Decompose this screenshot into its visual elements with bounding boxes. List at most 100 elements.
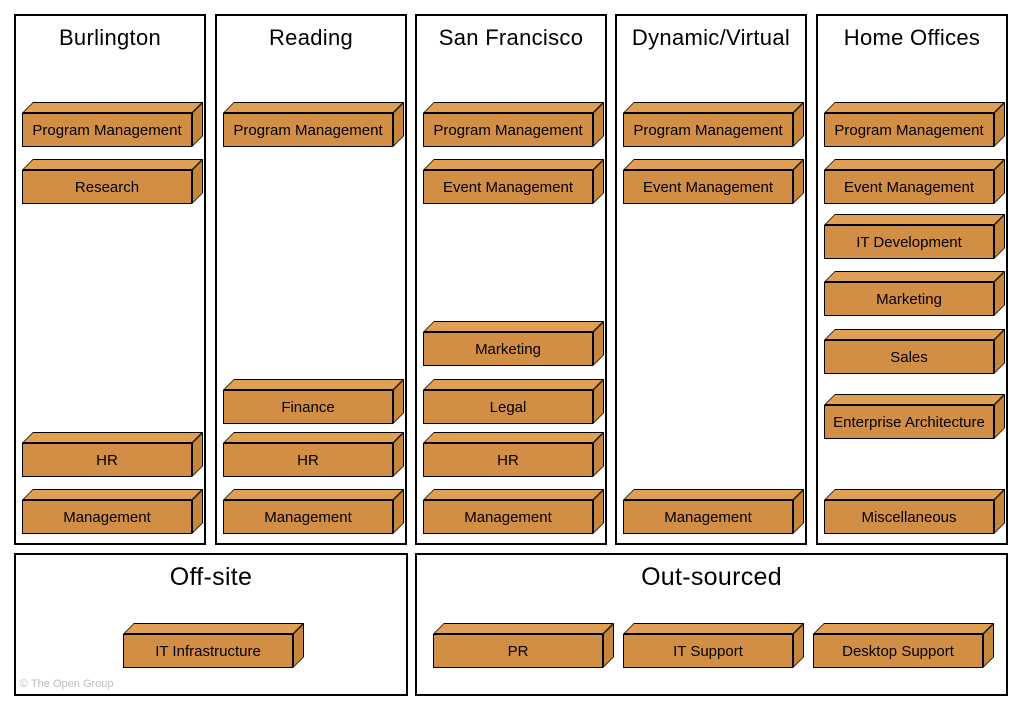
brick-front-face: Finance <box>223 390 393 424</box>
brick-top-face <box>223 432 404 443</box>
section-panel-off-site: Off-site IT Infrastructure <box>14 553 408 696</box>
brick-it-infrastructure: IT Infrastructure <box>123 623 304 668</box>
brick-finance: Finance <box>223 379 404 424</box>
brick-label: Program Management <box>834 121 984 139</box>
brick-top-face <box>824 214 1005 225</box>
brick-front-face: Event Management <box>423 170 593 204</box>
brick-pr: PR <box>433 623 614 668</box>
brick-program-management: Program Management <box>824 102 1005 147</box>
brick-label: Event Management <box>642 178 774 196</box>
brick-program-management: Program Management <box>623 102 804 147</box>
brick-top-face <box>813 623 994 634</box>
brick-top-face <box>22 432 203 443</box>
brick-front-face: Program Management <box>824 113 994 147</box>
section-title-off-site: Off-site <box>169 563 253 591</box>
location-title-reading: Reading <box>268 25 354 50</box>
brick-front-face: Marketing <box>824 282 994 316</box>
brick-top-face <box>824 159 1005 170</box>
brick-front-face: Program Management <box>423 113 593 147</box>
brick-top-face <box>623 489 804 500</box>
brick-marketing: Marketing <box>423 321 604 366</box>
brick-front-face: HR <box>22 443 192 477</box>
brick-top-face <box>423 321 604 332</box>
brick-front-face: Program Management <box>623 113 793 147</box>
brick-hr: HR <box>223 432 404 477</box>
brick-miscellaneous: Miscellaneous <box>824 489 1005 534</box>
brick-label: Miscellaneous <box>861 508 957 526</box>
brick-front-face: Legal <box>423 390 593 424</box>
brick-top-face <box>824 489 1005 500</box>
brick-top-face <box>22 102 203 113</box>
brick-label: Program Management <box>633 121 783 139</box>
brick-front-face: IT Development <box>824 225 994 259</box>
brick-front-face: Event Management <box>623 170 793 204</box>
brick-management: Management <box>623 489 804 534</box>
brick-desktop-support: Desktop Support <box>813 623 994 668</box>
brick-front-face: PR <box>433 634 603 668</box>
brick-top-face <box>623 623 804 634</box>
brick-label: Program Management <box>433 121 583 139</box>
brick-label: Management <box>264 508 352 526</box>
brick-top-face <box>423 432 604 443</box>
brick-sales: Sales <box>824 329 1005 374</box>
brick-top-face <box>423 489 604 500</box>
brick-label: Management <box>464 508 552 526</box>
brick-front-face: Program Management <box>22 113 192 147</box>
brick-top-face <box>223 489 404 500</box>
brick-label: Program Management <box>233 121 383 139</box>
brick-label: Management <box>63 508 151 526</box>
brick-top-face <box>423 379 604 390</box>
brick-front-face: IT Support <box>623 634 793 668</box>
brick-front-face: Management <box>423 500 593 534</box>
brick-research: Research <box>22 159 203 204</box>
brick-top-face <box>22 489 203 500</box>
brick-front-face: Event Management <box>824 170 994 204</box>
brick-top-face <box>223 379 404 390</box>
brick-legal: Legal <box>423 379 604 424</box>
brick-label: Management <box>664 508 752 526</box>
brick-label: Marketing <box>876 290 942 308</box>
brick-label: Finance <box>281 398 335 416</box>
brick-front-face: Sales <box>824 340 994 374</box>
brick-front-face: Management <box>22 500 192 534</box>
brick-top-face <box>824 329 1005 340</box>
brick-label: IT Support <box>673 642 743 660</box>
brick-front-face: Program Management <box>223 113 393 147</box>
brick-event-management: Event Management <box>824 159 1005 204</box>
brick-front-face: Research <box>22 170 192 204</box>
brick-label: Event Management <box>843 178 975 196</box>
brick-label: IT Development <box>856 233 962 251</box>
brick-event-management: Event Management <box>423 159 604 204</box>
brick-label: IT Infrastructure <box>155 642 261 660</box>
brick-label: Event Management <box>442 178 574 196</box>
brick-hr: HR <box>22 432 203 477</box>
brick-front-face: Desktop Support <box>813 634 983 668</box>
brick-top-face <box>623 102 804 113</box>
brick-top-face <box>123 623 304 634</box>
brick-front-face: Management <box>223 500 393 534</box>
brick-top-face <box>824 271 1005 282</box>
brick-front-face: IT Infrastructure <box>123 634 293 668</box>
location-title-home-offices: Home Offices <box>843 25 981 50</box>
location-title-burlington: Burlington <box>58 25 162 50</box>
location-title-san-francisco: San Francisco <box>438 25 584 50</box>
brick-front-face: HR <box>423 443 593 477</box>
brick-program-management: Program Management <box>22 102 203 147</box>
brick-label: PR <box>507 642 529 660</box>
brick-label: Program Management <box>32 121 182 139</box>
brick-program-management: Program Management <box>423 102 604 147</box>
brick-front-face: Management <box>623 500 793 534</box>
brick-label: HR <box>96 451 118 469</box>
brick-event-management: Event Management <box>623 159 804 204</box>
brick-management: Management <box>22 489 203 534</box>
brick-front-face: Marketing <box>423 332 593 366</box>
brick-it-support: IT Support <box>623 623 804 668</box>
brick-hr: HR <box>423 432 604 477</box>
brick-top-face <box>824 102 1005 113</box>
